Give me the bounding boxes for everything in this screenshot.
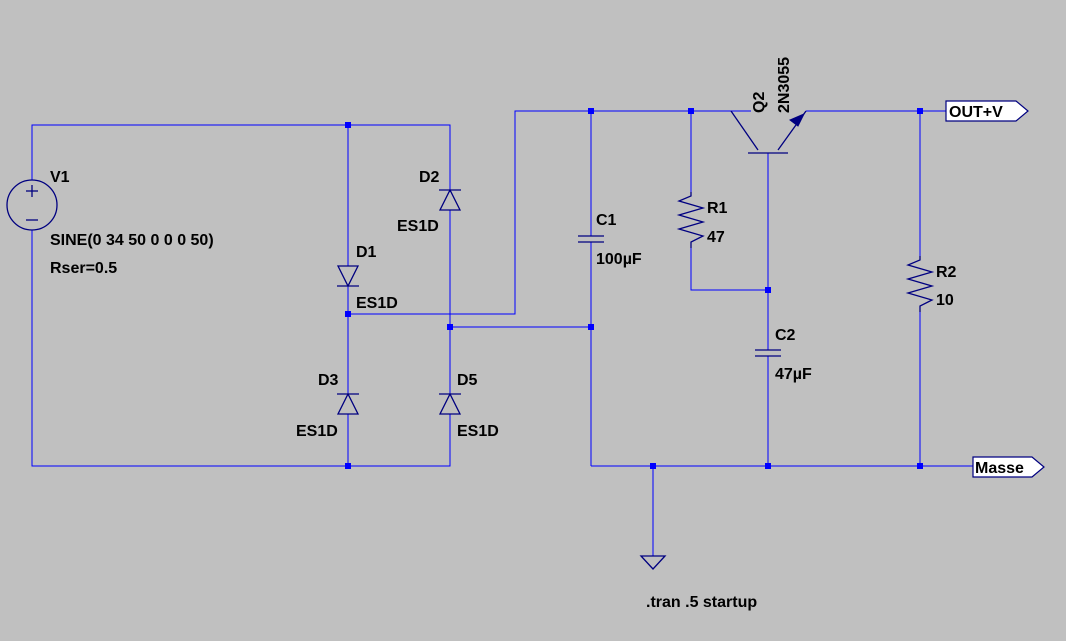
- net-label-out: OUT+V: [949, 104, 1003, 121]
- d1-model-label: ES1D: [356, 295, 398, 312]
- spice-directive: .tran .5 startup: [646, 594, 757, 611]
- resistor-r2[interactable]: [905, 256, 935, 312]
- junction-dot: [650, 463, 656, 469]
- ground-icon: [639, 555, 667, 570]
- d1-name-label: D1: [356, 244, 377, 261]
- emitter-arrow-icon: [789, 113, 806, 127]
- d3-model-label: ES1D: [296, 423, 338, 440]
- junction-dot: [917, 463, 923, 469]
- v1-value-label: SINE(0 34 50 0 0 0 50): [50, 232, 214, 249]
- wire-v1-bottom[interactable]: [31, 230, 451, 467]
- c2-value-label: 47µF: [775, 366, 812, 383]
- v1-name-label: V1: [50, 169, 70, 186]
- junction-dot: [688, 108, 694, 114]
- junctions: [345, 108, 923, 469]
- net-label-gnd: Masse: [975, 460, 1024, 477]
- c1-value-label: 100µF: [596, 251, 642, 268]
- wire-v1-top[interactable]: [31, 124, 451, 192]
- d5-name-label: D5: [457, 372, 478, 389]
- voltage-source-circle-icon: [6, 179, 58, 231]
- wire-bridge-out[interactable]: [348, 110, 751, 315]
- ground-symbol[interactable]: [639, 555, 667, 570]
- d3-name-label: D3: [318, 372, 339, 389]
- resistor-r1[interactable]: [676, 192, 706, 248]
- diode-triangle-icon: [438, 392, 462, 415]
- junction-dot: [447, 324, 453, 330]
- junction-dot: [345, 463, 351, 469]
- diode-triangle-icon: [438, 188, 462, 211]
- net-flag-gnd[interactable]: Masse: [972, 456, 1045, 478]
- junction-dot: [588, 324, 594, 330]
- labels: V1 SINE(0 34 50 0 0 0 50) Rser=0.5 D1 ES…: [50, 57, 957, 611]
- d5-model-label: ES1D: [457, 423, 499, 440]
- diode-d3[interactable]: [336, 392, 360, 415]
- r2-value-label: 10: [936, 292, 954, 309]
- transistor-collector-icon: [730, 110, 759, 151]
- d2-name-label: D2: [419, 169, 440, 186]
- net-flag-out[interactable]: OUT+V: [945, 100, 1029, 122]
- capacitor-c2[interactable]: [755, 349, 781, 357]
- wire-r1-bottom[interactable]: [690, 248, 768, 291]
- r1-value-label: 47: [707, 229, 725, 246]
- junction-dot: [345, 311, 351, 317]
- q2-name-label: Q2: [751, 92, 768, 113]
- resistor-zigzag-icon: [676, 192, 706, 248]
- d2-model-label: ES1D: [397, 218, 439, 235]
- junction-dot: [588, 108, 594, 114]
- q2-model-label: 2N3055: [776, 57, 793, 113]
- diode-d5[interactable]: [438, 392, 462, 415]
- r2-name-label: R2: [936, 264, 957, 281]
- wires: [31, 110, 973, 556]
- resistor-zigzag-icon: [905, 256, 935, 312]
- diode-triangle-icon: [336, 392, 360, 415]
- transistor-q2[interactable]: [730, 110, 807, 154]
- v1-rser-label: Rser=0.5: [50, 260, 117, 277]
- capacitor-c1[interactable]: [578, 235, 604, 243]
- junction-dot: [765, 463, 771, 469]
- junction-dot: [345, 122, 351, 128]
- diode-d2[interactable]: [438, 188, 462, 211]
- diode-d1[interactable]: [336, 265, 360, 288]
- diode-triangle-icon: [336, 265, 360, 288]
- c1-name-label: C1: [596, 212, 617, 229]
- junction-dot: [917, 108, 923, 114]
- r1-name-label: R1: [707, 200, 728, 217]
- c2-name-label: C2: [775, 327, 796, 344]
- net-flag-out-shape: [945, 100, 1029, 122]
- net-flag-gnd-shape: [972, 456, 1045, 478]
- junction-dot: [765, 287, 771, 293]
- voltage-source-v1[interactable]: [6, 179, 58, 231]
